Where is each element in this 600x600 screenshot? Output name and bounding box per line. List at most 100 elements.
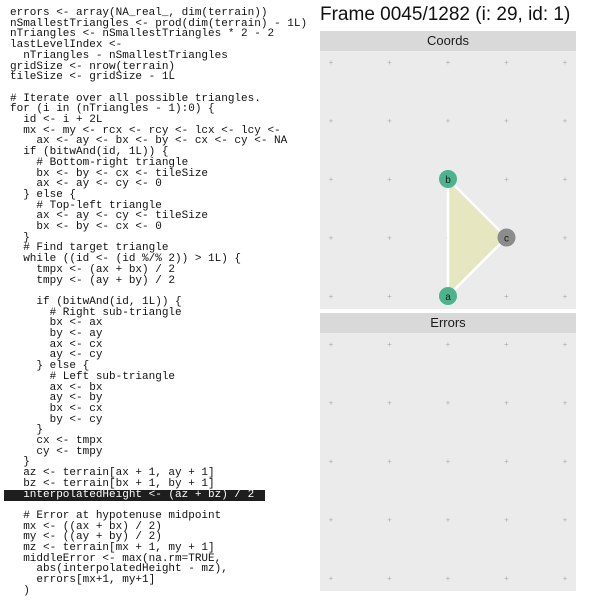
code-line: # Find target triangle bbox=[10, 242, 169, 255]
errors-panel: Errors +++++++++++++++++++++++++ bbox=[320, 313, 576, 591]
vertex-label: a bbox=[445, 292, 451, 303]
code-line: ax <- ay <- bx <- by <- cx <- cy <- NA bbox=[10, 135, 288, 148]
grid-marker: + bbox=[563, 399, 568, 408]
grid-marker: + bbox=[329, 58, 334, 67]
code-line: tmpy <- (ay + by) / 2 bbox=[10, 274, 176, 287]
grid-marker: + bbox=[563, 117, 568, 126]
grid-marker: + bbox=[563, 234, 568, 243]
grid-marker: + bbox=[563, 58, 568, 67]
code-line: if (bitwAnd(id, 1L)) { bbox=[10, 295, 182, 308]
grid-marker: + bbox=[329, 516, 334, 525]
code-line: id <- i + 2L bbox=[10, 114, 103, 126]
frame-title: Frame 0045/1282 (i: 29, id: 1) bbox=[320, 4, 571, 25]
grid-marker: + bbox=[446, 574, 451, 583]
grid-marker: + bbox=[446, 340, 451, 349]
code-line: ax <- bx bbox=[10, 381, 103, 394]
grid-marker: + bbox=[387, 58, 392, 67]
grid-marker: + bbox=[446, 457, 451, 466]
grid-marker: + bbox=[387, 574, 392, 583]
code-line: tileSize <- gridSize - 1L bbox=[10, 71, 176, 84]
code-line: ax <- ay <- cy <- 0 bbox=[10, 178, 162, 191]
code-line: bx <- cx bbox=[10, 402, 103, 415]
code-line: ax <- ay <- cy <- tileSize bbox=[10, 210, 209, 223]
grid-marker: + bbox=[329, 399, 334, 408]
grid-marker: + bbox=[387, 516, 392, 525]
code-line: bx <- by <- cx <- 0 bbox=[10, 221, 162, 233]
grid-marker: + bbox=[329, 292, 334, 301]
coords-panel-title: Coords bbox=[320, 31, 576, 51]
code-line: nTriangles <- nSmallestTriangles * 2 - 2 bbox=[10, 28, 275, 41]
grid-marker: + bbox=[387, 292, 392, 301]
vertex-label: b bbox=[445, 175, 451, 186]
code-line: ) bbox=[10, 584, 30, 597]
code-line: gridSize <- nrow(terrain) bbox=[10, 60, 176, 73]
grid-marker: + bbox=[563, 175, 568, 184]
errors-plot: +++++++++++++++++++++++++ bbox=[329, 340, 568, 583]
grid-marker: + bbox=[329, 117, 334, 126]
code-line: cx <- tmpx bbox=[10, 435, 103, 447]
grid-marker: + bbox=[504, 117, 509, 126]
grid-marker: + bbox=[446, 117, 451, 126]
coords-panel: Coords +++++++++++++++++++++++++abc bbox=[320, 31, 576, 309]
vertex-b: b bbox=[439, 170, 457, 188]
vertex-marker bbox=[497, 228, 516, 247]
code-line: abs(interpolatedHeight - mz), bbox=[10, 563, 228, 576]
code-line: lastLevelIndex <- bbox=[10, 39, 123, 52]
vertex-marker bbox=[439, 287, 457, 305]
code-line: nTriangles - nSmallestTriangles bbox=[10, 49, 228, 62]
grid-marker: + bbox=[446, 58, 451, 67]
code-line: bz <- terrain[bx + 1, by + 1] bbox=[10, 477, 215, 490]
code-line: middleError <- max(na.rm=TRUE, bbox=[10, 552, 222, 565]
grid-marker: + bbox=[504, 340, 509, 349]
code-line: errors <- array(NA_real_, dim(terrain)) bbox=[10, 7, 268, 19]
code-line: cy <- tmpy bbox=[10, 445, 103, 458]
grid-marker: + bbox=[504, 399, 509, 408]
grid-marker: + bbox=[504, 58, 509, 67]
grid-marker: + bbox=[387, 175, 392, 184]
grid-marker: + bbox=[504, 175, 509, 184]
code-line: bx <- ax bbox=[10, 317, 103, 330]
grid-marker: + bbox=[387, 117, 392, 126]
grid-marker: + bbox=[563, 574, 568, 583]
grid-marker: + bbox=[387, 234, 392, 243]
grid-marker: + bbox=[504, 292, 509, 301]
code-line: # Top-left triangle bbox=[10, 199, 162, 212]
code-line: } else { bbox=[10, 360, 90, 373]
grid-marker: + bbox=[504, 516, 509, 525]
grid-marker: + bbox=[563, 457, 568, 466]
code-line: my <- ((ay + by) / 2) bbox=[10, 531, 162, 544]
code-line: if (bitwAnd(id, 1L)) { bbox=[10, 146, 169, 159]
code-line: ay <- by bbox=[10, 392, 103, 405]
grid-marker: + bbox=[563, 516, 568, 525]
code-line: # Right sub-triangle bbox=[10, 306, 182, 319]
vertex-marker bbox=[439, 170, 457, 188]
vertex-c: c bbox=[497, 228, 516, 247]
code-line: mx <- ((ax + bx) / 2) bbox=[10, 520, 162, 533]
code-line: } bbox=[10, 424, 44, 437]
vertex-label: c bbox=[504, 234, 509, 245]
grid-marker: + bbox=[329, 234, 334, 243]
coords-plot: +++++++++++++++++++++++++abc bbox=[329, 58, 568, 305]
grid-marker: + bbox=[446, 399, 451, 408]
code-line: } bbox=[10, 456, 30, 469]
code-line: by <- cy bbox=[10, 413, 103, 426]
code-panel: errors <- array(NA_real_, dim(terrain)) n… bbox=[4, 7, 307, 597]
code-line-current: interpolatedHeight <- (az + bz) / 2 bbox=[4, 489, 265, 501]
grid-marker: + bbox=[329, 457, 334, 466]
code-line: mz <- terrain[mx + 1, my + 1] bbox=[10, 542, 215, 554]
grid-marker: + bbox=[387, 457, 392, 466]
vertex-a: a bbox=[439, 287, 457, 305]
code-line: # Iterate over all possible triangles. bbox=[10, 92, 261, 105]
grid-marker: + bbox=[504, 574, 509, 583]
code-line: # Left sub-triangle bbox=[10, 370, 176, 383]
code-line: bx <- by <- cx <- tileSize bbox=[10, 167, 209, 180]
code-line: errors[mx+1, my+1] bbox=[10, 574, 156, 587]
code-line: mx <- my <- rcx <- rcy <- lcx <- lcy <- bbox=[10, 124, 281, 137]
grid-marker: + bbox=[329, 175, 334, 184]
code-line: ay <- cy bbox=[10, 349, 103, 362]
code-line: for (i in (nTriangles - 1):0) { bbox=[10, 103, 215, 116]
code-line: # Error at hypotenuse midpoint bbox=[10, 509, 222, 522]
grid-marker: + bbox=[446, 516, 451, 525]
grid-marker: + bbox=[329, 574, 334, 583]
code-line: } else { bbox=[10, 188, 77, 201]
